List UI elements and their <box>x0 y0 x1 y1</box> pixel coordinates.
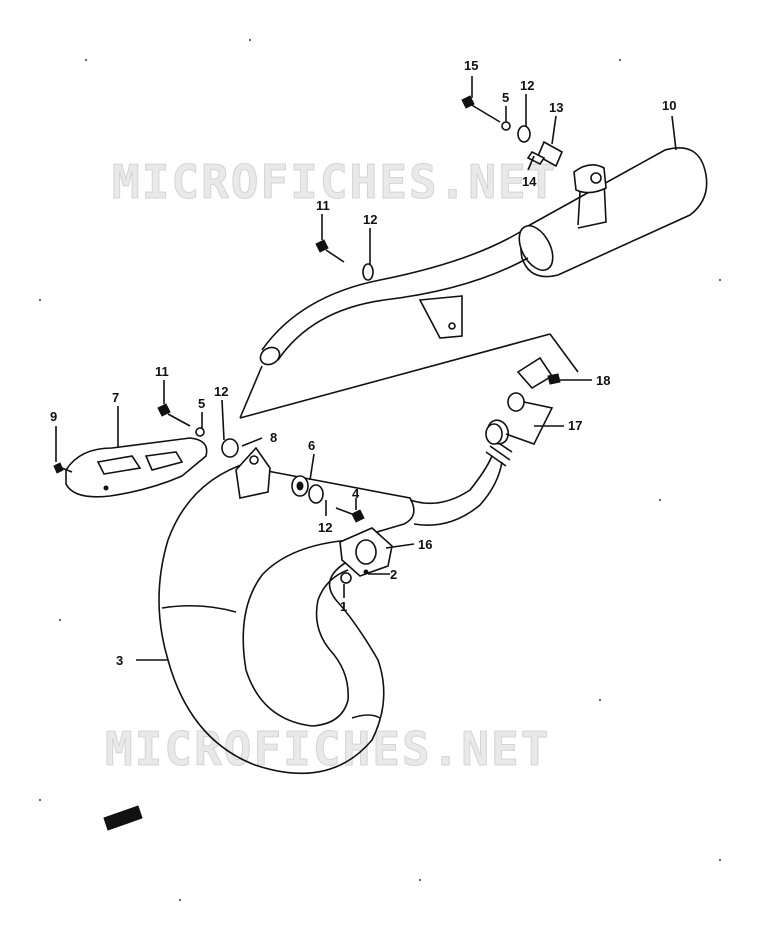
label-part-9: 9 <box>50 409 57 424</box>
label-part-5: 5 <box>502 90 509 105</box>
label-part-17: 17 <box>568 418 582 433</box>
label-part-1: 1 <box>340 599 347 614</box>
label-part-7: 7 <box>112 390 119 405</box>
label-part-10: 10 <box>662 98 676 113</box>
label-part-5: 5 <box>198 396 205 411</box>
label-part-11: 11 <box>155 364 169 379</box>
label-part-15: 15 <box>464 58 478 73</box>
label-part-14: 14 <box>522 174 537 189</box>
expansion-chamber <box>158 419 513 775</box>
label-part-13: 13 <box>549 100 563 115</box>
watermark-bottom: MICROFICHES.NET <box>105 722 550 776</box>
label-part-12: 12 <box>214 384 228 399</box>
part-labels: 15 5 12 13 10 14 11 12 18 11 12 5 7 17 9… <box>50 58 676 668</box>
watermark-top: MICROFICHES.NET <box>112 155 557 209</box>
label-part-3: 3 <box>116 653 123 668</box>
leader-lines <box>55 76 677 661</box>
speckle-dots <box>39 39 721 901</box>
heat-guard <box>65 437 208 498</box>
label-part-11: 11 <box>316 198 330 213</box>
label-part-16: 16 <box>418 537 432 552</box>
label-part-2: 2 <box>390 567 397 582</box>
label-part-12: 12 <box>363 212 377 227</box>
label-part-12: 12 <box>520 78 534 93</box>
muffler <box>239 147 708 419</box>
label-part-8: 8 <box>270 430 277 445</box>
label-part-4: 4 <box>352 486 360 501</box>
label-part-12: 12 <box>318 520 332 535</box>
label-part-6: 6 <box>308 438 315 453</box>
hardware <box>53 95 564 831</box>
label-part-18: 18 <box>596 373 610 388</box>
